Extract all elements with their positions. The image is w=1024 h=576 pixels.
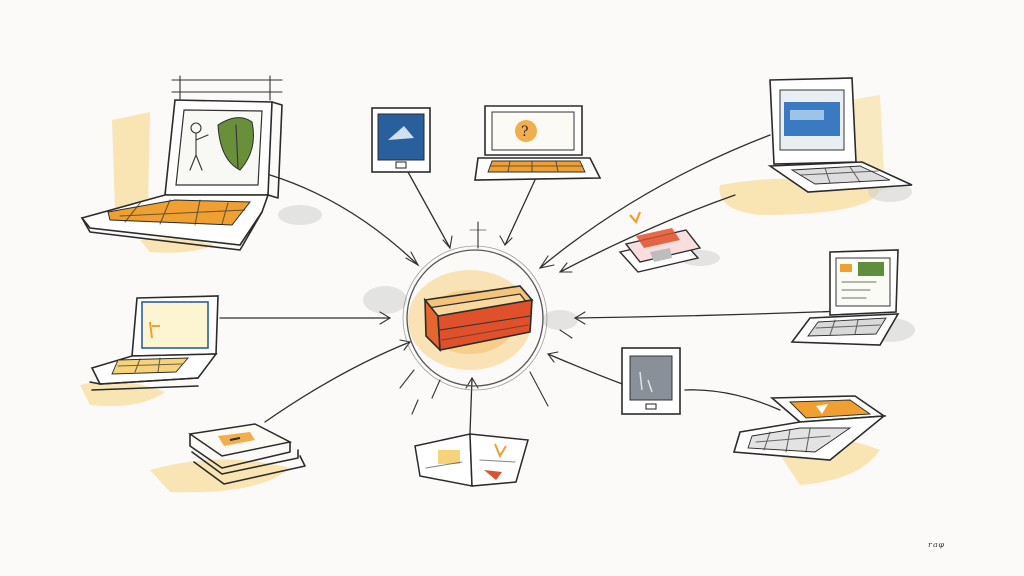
connection-laptop-bottom-right: [684, 389, 781, 411]
laptop-mid-right: [790, 249, 900, 346]
tablet-blue: [371, 107, 431, 173]
connection-tablet: [407, 171, 451, 249]
artist-signature: ʳᵃᵠ: [928, 540, 945, 555]
laptop-top-center: ?: [474, 105, 602, 181]
connections: [219, 134, 871, 434]
ereader: [621, 347, 681, 415]
laptop-large-left: [80, 75, 283, 251]
book-stack: [188, 423, 306, 485]
shadows: [278, 182, 915, 342]
laptop-mid-left: [89, 295, 219, 391]
laptop-top-right: [767, 77, 913, 193]
connection-laptop-top-center: [504, 179, 536, 246]
connection-ereader: [547, 353, 626, 386]
connection-card-stack: [559, 194, 736, 273]
connection-book-stack: [264, 341, 411, 423]
open-book: [414, 433, 529, 487]
svg-text:?: ?: [521, 124, 529, 140]
central-database-box-icon: [423, 285, 534, 353]
connection-laptop-large-left: [269, 174, 419, 266]
central-hub: [399, 221, 573, 415]
connection-laptop-top-right: [539, 134, 771, 269]
laptop-bottom-right: [732, 395, 887, 461]
connection-open-book: [469, 377, 473, 434]
card-stack: [618, 211, 702, 273]
